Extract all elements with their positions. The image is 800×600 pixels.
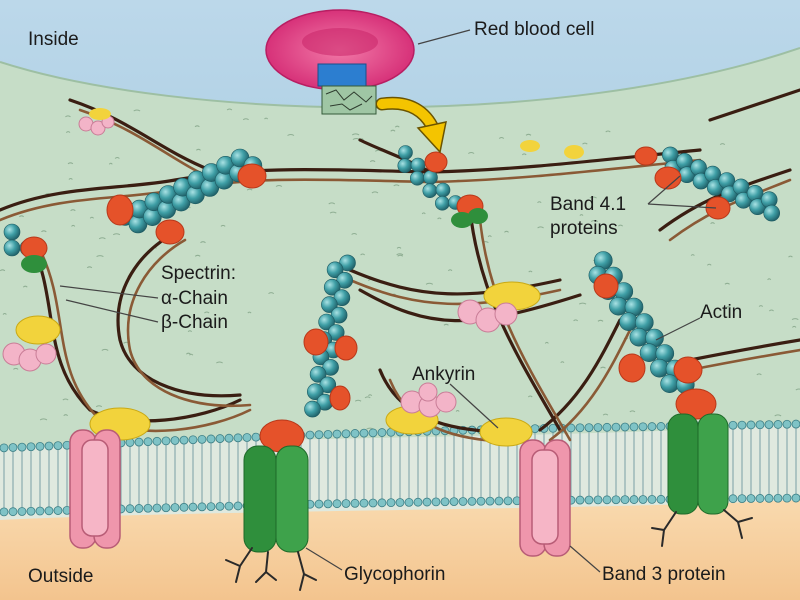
band-4-1-proteins (20, 146, 731, 411)
glycophorin-proteins (243, 388, 729, 553)
leader-lines (59, 29, 717, 573)
inside-label: Inside (28, 29, 79, 50)
actin-label: Actin (700, 302, 743, 323)
beta-chain-label: β-Chain (161, 312, 228, 333)
red-blood-cell-label: Red blood cell (474, 19, 595, 40)
band-4-1-label: Band 4.1 proteins (550, 193, 626, 241)
band-3-protein-label: Band 3 protein (602, 564, 726, 585)
lipid-bilayer (0, 419, 800, 520)
carbohydrate-chains (225, 509, 753, 591)
green-protein-blobs (21, 208, 488, 273)
band-4-1-label-line2: proteins (550, 218, 618, 239)
yellow-curved-arrow-icon (375, 96, 447, 154)
alpha-chain-label: α-Chain (161, 288, 228, 309)
red-blood-cell-illustration (265, 9, 415, 115)
band-3-proteins (69, 429, 571, 557)
cytoplasm-region (0, 48, 800, 470)
glycophorin-label: Glycophorin (344, 564, 446, 585)
ankyrin-label: Ankyrin (412, 364, 476, 385)
band-4-1-label-line1: Band 4.1 (550, 194, 627, 215)
spectrin-label: Spectrin: (161, 263, 236, 284)
outside-label: Outside (28, 566, 94, 587)
